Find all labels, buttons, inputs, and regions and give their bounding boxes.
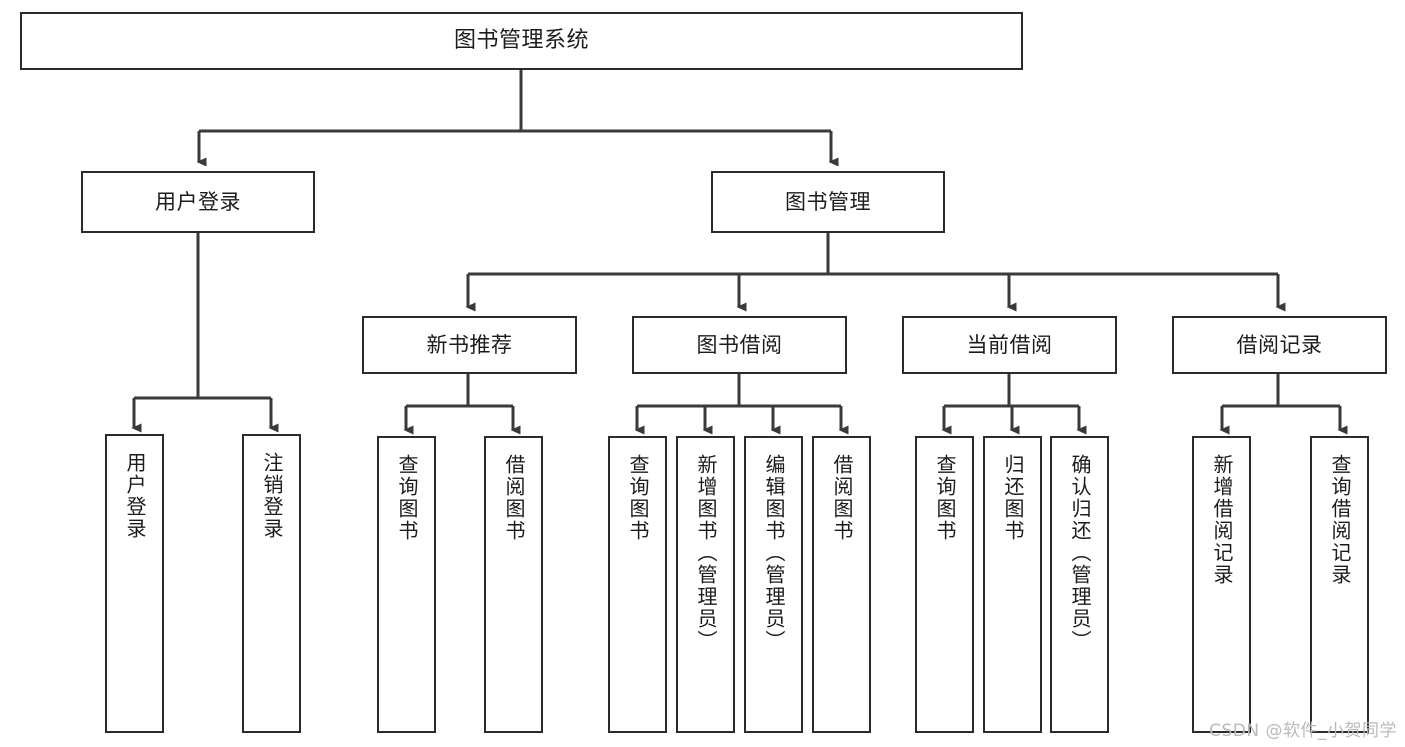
node-label: 确认归还（管理员） [1068, 454, 1092, 652]
node-label: 归还图书 [1001, 454, 1025, 542]
leaf-edit-book-admin[interactable]: 编辑图书（管理员） [744, 436, 803, 733]
node-label: 用户登录 [155, 189, 241, 214]
leaf-add-book-admin[interactable]: 新增图书（管理员） [676, 436, 735, 733]
node-label: 用户登录 [123, 452, 147, 540]
leaf-borrow-book-recommend[interactable]: 借阅图书 [484, 436, 543, 733]
node-user-login[interactable]: 用户登录 [81, 171, 315, 233]
csdn-watermark: CSDN @软件_小贺同学 [1209, 721, 1397, 741]
node-borrow-record[interactable]: 借阅记录 [1172, 316, 1387, 374]
node-root-system[interactable]: 图书管理系统 [20, 12, 1023, 70]
leaf-query-borrow-record[interactable]: 查询借阅记录 [1310, 436, 1369, 733]
node-book-borrow[interactable]: 图书借阅 [632, 316, 847, 374]
node-label: 借阅记录 [1236, 332, 1323, 357]
node-label: 查询图书 [933, 454, 957, 542]
node-label: 查询图书 [626, 454, 650, 542]
node-new-book-recommend[interactable]: 新书推荐 [362, 316, 577, 374]
leaf-borrow-book-borrow[interactable]: 借阅图书 [812, 436, 871, 733]
node-label: 图书管理 [785, 189, 871, 214]
node-label: 编辑图书（管理员） [762, 454, 786, 652]
node-label: 新增图书（管理员） [694, 454, 718, 652]
node-label: 借阅图书 [502, 454, 526, 542]
node-label: 查询图书 [395, 454, 419, 542]
leaf-add-borrow-record[interactable]: 新增借阅记录 [1192, 436, 1251, 733]
leaf-return-book[interactable]: 归还图书 [983, 436, 1042, 733]
node-label: 图书管理系统 [453, 28, 589, 54]
node-label: 图书借阅 [696, 332, 783, 357]
leaf-user-login[interactable]: 用户登录 [105, 434, 164, 733]
node-label: 注销登录 [260, 452, 284, 540]
node-label: 查询借阅记录 [1328, 454, 1352, 586]
leaf-logout[interactable]: 注销登录 [242, 434, 301, 733]
leaf-confirm-return-admin[interactable]: 确认归还（管理员） [1050, 436, 1109, 733]
node-current-borrow[interactable]: 当前借阅 [902, 316, 1117, 374]
node-label: 新书推荐 [426, 332, 513, 357]
leaf-query-book-recommend[interactable]: 查询图书 [377, 436, 436, 733]
leaf-query-book-current[interactable]: 查询图书 [915, 436, 974, 733]
node-label: 新增借阅记录 [1210, 454, 1234, 586]
leaf-query-book-borrow[interactable]: 查询图书 [608, 436, 667, 733]
node-label: 当前借阅 [966, 332, 1053, 357]
node-book-management[interactable]: 图书管理 [711, 171, 945, 233]
node-label: 借阅图书 [830, 454, 854, 542]
